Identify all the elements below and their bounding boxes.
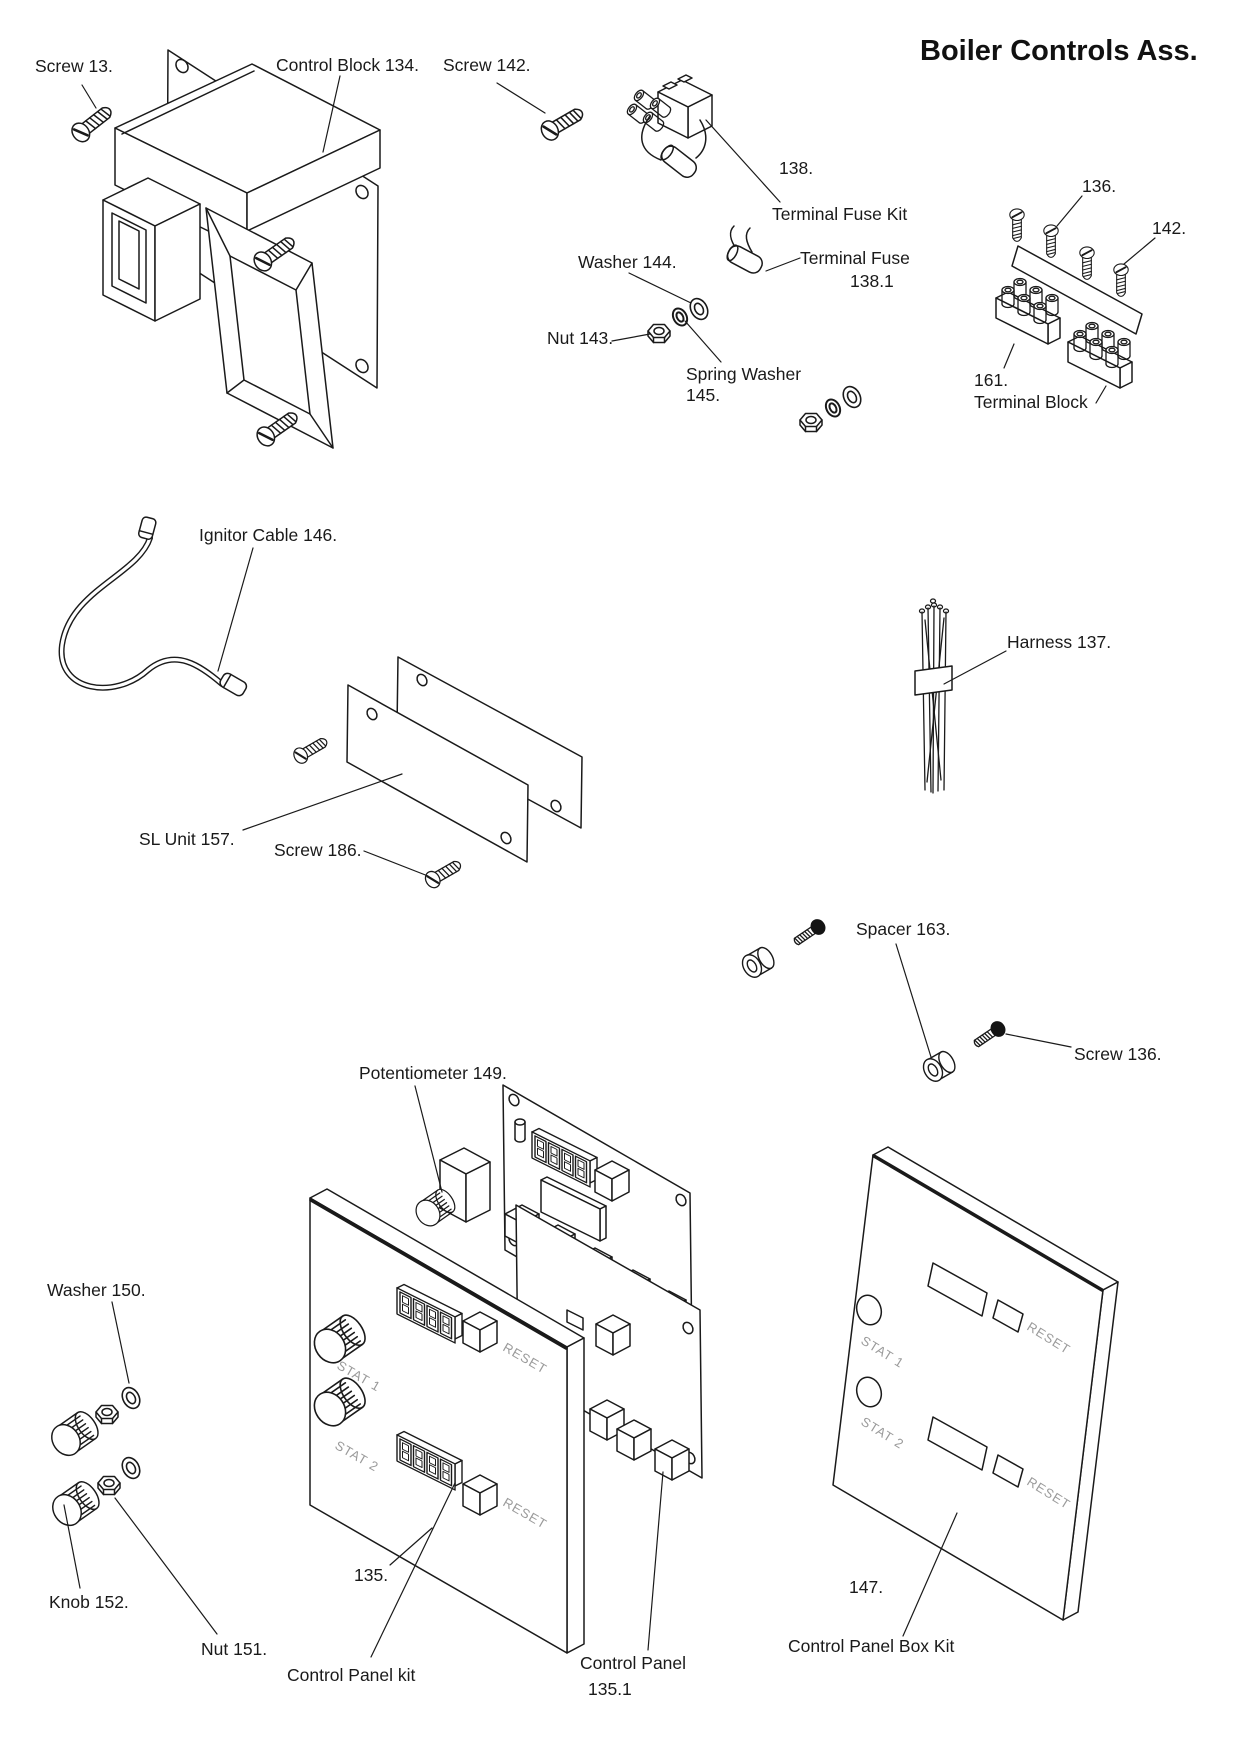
fastener-set-spare <box>799 382 866 433</box>
screw-136-small-icon <box>1042 224 1060 259</box>
label-ref-147: 147. <box>849 1577 883 1597</box>
label-sl-unit-157: SL Unit 157. <box>139 829 235 849</box>
label-ignitor-cable-146: Ignitor Cable 146. <box>199 525 337 545</box>
label-control-block-134: Control Block 134. <box>276 55 419 75</box>
label-control-panel: Control Panel <box>580 1653 686 1673</box>
screw-136-icon <box>970 1018 1009 1052</box>
terminal-block-group-161 <box>995 208 1143 389</box>
harness-137-drawing <box>914 598 953 794</box>
label-ref-142: 142. <box>1152 218 1186 238</box>
screw-142-small-icon <box>1112 263 1130 298</box>
screw-186-icon <box>421 855 466 892</box>
label-ref-135: 135. <box>354 1565 388 1585</box>
label-nut-151: Nut 151. <box>201 1639 267 1659</box>
spacer-icon <box>737 943 779 982</box>
label-terminal-fuse-kit: Terminal Fuse Kit <box>772 204 907 224</box>
label-screw-142: Screw 142. <box>443 55 531 75</box>
control-panel-kit-135-drawing <box>307 1188 585 1654</box>
stat1-hole <box>855 1294 883 1326</box>
label-screw-186: Screw 186. <box>274 840 362 860</box>
label-ref-135-1: 135.1 <box>588 1679 632 1699</box>
spacer-icon <box>918 1047 960 1086</box>
screw-142-icon <box>536 102 589 145</box>
label-ref-138-1: 138.1 <box>850 271 894 291</box>
control-block-134-drawing <box>102 49 381 451</box>
reset-hole <box>992 1454 1024 1488</box>
sl-unit-157-drawing <box>290 656 583 863</box>
label-screw-13: Screw 13. <box>35 56 113 76</box>
small-screw-icon <box>790 916 829 950</box>
spacer-163-set <box>737 916 1009 1086</box>
label-terminal-block: Terminal Block <box>974 392 1088 412</box>
screw-icon <box>1008 208 1026 243</box>
reset-hole <box>992 1299 1024 1333</box>
nut-143-icon <box>647 323 671 344</box>
terminal-block-strip <box>1067 321 1133 389</box>
washer-150-icon <box>117 1383 145 1413</box>
leader-lines <box>63 75 1156 1658</box>
display-window <box>927 1262 988 1317</box>
terminal-block-strip <box>995 277 1061 345</box>
label-spring-washer: Spring Washer <box>686 364 801 384</box>
label-control-panel-box-kit: Control Panel Box Kit <box>788 1636 954 1656</box>
label-terminal-fuse: Terminal Fuse <box>800 248 910 268</box>
label-ref-136: 136. <box>1082 176 1116 196</box>
terminal-fuse-kit-138-drawing <box>624 74 713 179</box>
washer-icon <box>117 1453 145 1483</box>
potentiometer-149-drawing <box>410 1147 491 1232</box>
screw-13-icon <box>67 100 118 147</box>
screw-icon <box>1078 246 1096 281</box>
label-potentiometer-149: Potentiometer 149. <box>359 1063 507 1083</box>
knob-icon <box>45 1406 104 1462</box>
label-nut-143: Nut 143. <box>547 328 613 348</box>
fastener-set-143-144-145 <box>647 294 713 344</box>
label-washer-144: Washer 144. <box>578 252 677 272</box>
ignitor-cable-146-drawing <box>58 516 248 697</box>
spring-washer-145-icon <box>669 305 691 329</box>
mounting-rail <box>1011 245 1143 335</box>
reset-button-icon <box>462 1474 498 1516</box>
control-panel-box-kit-147-drawing <box>832 1146 1119 1621</box>
page-title: Boiler Controls Ass. <box>920 35 1198 67</box>
sl-unit-screw-icon <box>290 732 332 767</box>
washer-144-icon <box>685 294 713 324</box>
nut-icon <box>95 1404 119 1425</box>
label-ref-145: 145. <box>686 385 720 405</box>
harness-band <box>914 665 953 696</box>
label-ref-138: 138. <box>779 158 813 178</box>
terminal-fuse-138-1-drawing <box>726 225 763 274</box>
reset-button-icon <box>462 1311 498 1353</box>
display-window <box>927 1416 988 1471</box>
knob-fastener-sets <box>45 1383 145 1532</box>
label-harness-137: Harness 137. <box>1007 632 1111 652</box>
label-washer-150: Washer 150. <box>47 1280 146 1300</box>
label-ref-161: 161. <box>974 370 1008 390</box>
stat2-hole <box>855 1376 883 1408</box>
knob-152-icon <box>46 1476 105 1532</box>
label-spacer-163: Spacer 163. <box>856 919 950 939</box>
label-screw-136: Screw 136. <box>1074 1044 1162 1064</box>
nut-151-icon <box>97 1475 121 1496</box>
label-control-panel-kit: Control Panel kit <box>287 1665 416 1685</box>
label-knob-152: Knob 152. <box>49 1592 129 1612</box>
